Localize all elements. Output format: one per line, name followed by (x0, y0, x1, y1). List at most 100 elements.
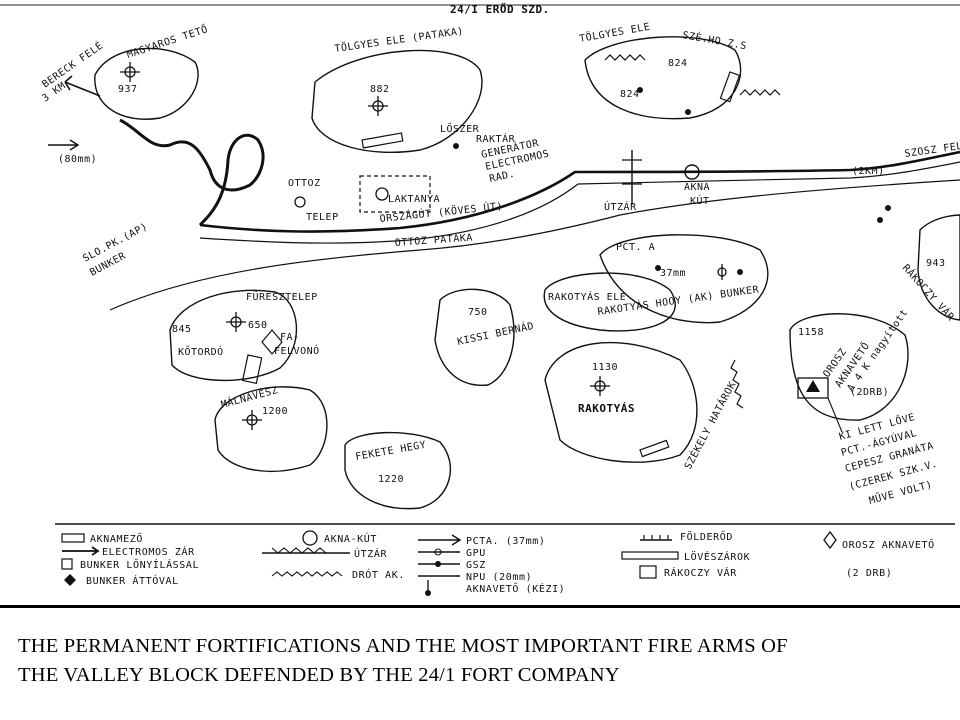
fureszt-label: FŰRÉSZTELEP (246, 289, 318, 303)
map-drawing: 24/I ERŐD SZD. MAGYAROS TETŐ 937 BERECK … (0, 2, 960, 596)
kissi-bernad-label: KISSI BERNÁD (456, 319, 535, 348)
magyaros-label: MAGYAROS TETŐ (125, 21, 210, 61)
pct-a-gun-icon (717, 264, 727, 280)
wire-obstacle-2 (739, 89, 781, 96)
sze-hozas-label: SZÉ.HO.Z.S (681, 28, 747, 52)
legend-utzar: ÚTZÁR (262, 547, 387, 560)
svg-text:ÚTZÁR: ÚTZÁR (354, 547, 387, 560)
orosz-hill-outline (789, 313, 909, 421)
wire-obstacle-1 (604, 54, 646, 61)
pct-a-label: PCT. A (616, 242, 655, 253)
main-road-upper (199, 150, 960, 233)
fa-felvono-label-1: FA- (280, 332, 300, 343)
scattered-dots (453, 87, 891, 223)
legend-electromos-zar: ELECTROMOS ZÁR (62, 545, 195, 558)
loszer-label: LŐSZER (440, 121, 480, 135)
tolgyes-pataka-label: TÖLGYES ELE (PATAKA) (334, 24, 465, 55)
tolgyes-pataka-elev: 882 (370, 84, 390, 95)
legend-aknamezo: AKNAMEZŐ (61, 531, 143, 545)
elev-824-a: 824 (668, 58, 688, 69)
rakotyas-gun-icon (590, 376, 610, 396)
legend-orosz: OROSZ AKNAVETŐ (2 DRB) (823, 530, 935, 579)
akna-kut-label-1: AKNA (684, 182, 710, 193)
elev-1220: 1220 (378, 474, 404, 485)
svg-text:FÖLDERŐD: FÖLDERŐD (680, 529, 733, 543)
legend-pcta: PCTA. (37mm) (418, 534, 545, 547)
utzar-ticks (622, 159, 642, 185)
tolgyes-pataka-hill-outline (311, 49, 483, 153)
svg-text:LÖVÉSZÁROK: LÖVÉSZÁROK (684, 550, 750, 563)
gun-80mm-arrow (48, 139, 80, 151)
pct-a-dot-2 (737, 269, 743, 275)
laktanya-label: LAKTANYA (388, 194, 440, 205)
orosz-aknaveto-icon (797, 377, 829, 399)
ottoz-creek (109, 179, 960, 311)
svg-text:BUNKER ÁTTÓVAL: BUNKER ÁTTÓVAL (86, 574, 179, 587)
tolgyes-label: TÖLGYES ELE (578, 20, 651, 45)
legend-bunker-lonyilassal: BUNKER LŐNYÍLÁSSAL (61, 557, 199, 571)
figure-caption: THE PERMANENT FORTIFICATIONS AND THE MOS… (18, 632, 948, 690)
kotordo-hill-outline (169, 289, 298, 382)
fekete-hegy-outline (344, 431, 451, 510)
trench-marks (241, 71, 741, 458)
fa-felvono-label-2: FELVONÓ (274, 344, 320, 357)
svg-text:BUNKER LŐNYÍLÁSSAL: BUNKER LŐNYÍLÁSSAL (80, 557, 199, 571)
map-bottom-border (0, 605, 960, 608)
pct-37-label: 37mm (660, 268, 686, 279)
bereck-arrow (64, 75, 101, 97)
laktanya-akna-kut-icon (375, 187, 389, 201)
pct-a-hill-outline (599, 234, 769, 324)
elev-1158: 1158 (798, 327, 824, 338)
elev-1130: 1130 (592, 362, 618, 373)
szosz-distance: (2KM) (852, 166, 885, 177)
rakotyas-label: RAKOTYÁS (578, 402, 635, 415)
akna-kut-road-icon (684, 164, 700, 180)
legend-foldero: FÖLDERŐD (640, 529, 733, 543)
svg-text:AKNAVETŐ (KÉZI): AKNAVETŐ (KÉZI) (466, 581, 565, 595)
legend-akna-kut: AKNA-KÚT (302, 530, 377, 546)
legend-gsz: GSZ (418, 560, 486, 571)
rakotyas-ele-label: RAKOTYÁS ELE (548, 290, 626, 303)
kissi-bernad-hill-outline (434, 288, 515, 386)
map-header: 24/I ERŐD SZD. (450, 2, 550, 16)
svg-text:OROSZ AKNAVETŐ: OROSZ AKNAVETŐ (842, 537, 935, 551)
svg-text:ELECTROMOS ZÁR: ELECTROMOS ZÁR (102, 545, 195, 558)
svg-text:RÁKOCZY VÁR: RÁKOCZY VÁR (664, 566, 737, 579)
elev-650: 650 (248, 320, 268, 331)
kotordo-label: KŐTORDÓ (178, 344, 224, 358)
legend-drotak: DRÓT AK. (271, 568, 405, 581)
elev-750: 750 (468, 307, 488, 318)
akna-kut-label-2: KÚT (690, 194, 710, 207)
note-leader (827, 397, 843, 433)
pct-a-dot (655, 265, 661, 271)
legend-npu: NPU (20mm) (418, 572, 532, 583)
legend-gpu: GPU (418, 548, 486, 559)
svg-text:NPU (20mm): NPU (20mm) (466, 572, 532, 583)
ottoz-label: OTTOZ (288, 178, 321, 189)
tolgyes-gun-icon (368, 96, 388, 116)
ottoz-pataka-label: OTTOZ PATAKA (394, 233, 473, 249)
elev-824-b: 824 (620, 89, 640, 100)
fekete-hegy-label: FEKETE HEGY (355, 440, 428, 463)
rakotyas-hill-outline (544, 341, 698, 463)
serpentine-road (119, 118, 265, 227)
caption-line-1: THE PERMANENT FORTIFICATIONS AND THE MOS… (18, 635, 788, 657)
telep-label: TELEP (306, 212, 339, 223)
gun-80mm-label: (80mm) (58, 154, 97, 165)
utzar-label: ÚTZÁR (604, 200, 637, 213)
magyaros-hill-outline (94, 47, 199, 120)
svg-text:(2 DRB): (2 DRB) (846, 568, 892, 579)
elev-1200: 1200 (262, 406, 288, 417)
laktanya-box (359, 175, 431, 213)
svg-text:GPU: GPU (466, 548, 486, 559)
malnavesz-hill-outline (214, 386, 328, 472)
svg-text:DRÓT AK.: DRÓT AK. (352, 568, 405, 581)
elev-845: 845 (172, 324, 192, 335)
svg-text:AKNAMEZŐ: AKNAMEZŐ (90, 531, 143, 545)
svg-text:GSZ: GSZ (466, 560, 486, 571)
magyaros-elev: 937 (118, 84, 138, 95)
svg-text:PCTA. (37mm): PCTA. (37mm) (466, 536, 545, 547)
hand-drawn-map: 24/I ERŐD SZD. MAGYAROS TETŐ 937 BERECK … (0, 2, 960, 596)
svg-text:AKNA-KÚT: AKNA-KÚT (324, 532, 377, 545)
malnavesz-gun-icon (242, 410, 262, 430)
